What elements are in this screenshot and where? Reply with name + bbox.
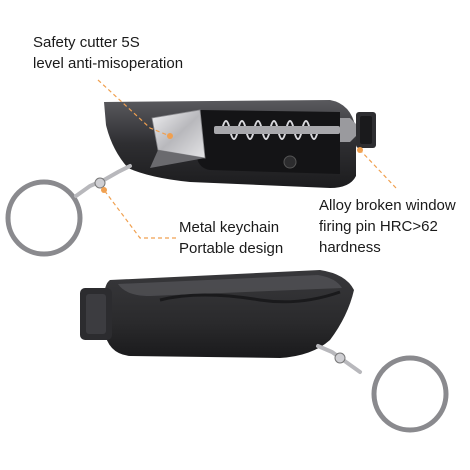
pin-leader	[359, 149, 397, 189]
firing-pin-line3: hardness	[319, 239, 381, 256]
firing-pin-line2: firing pin HRC>62	[319, 218, 438, 235]
closed-device	[80, 270, 449, 433]
keychain-ring-bottom	[371, 355, 449, 433]
firing-pin	[340, 118, 362, 142]
safety-cutter-line1: Safety cutter 5S	[33, 34, 140, 51]
leader-lines	[97, 79, 397, 239]
screw-boss	[283, 155, 297, 169]
blade-edge	[150, 150, 205, 168]
firing-pin-callout: Alloy broken window firing pin HRC>62 ha…	[319, 195, 456, 258]
closed-shell-highlight	[118, 275, 342, 296]
cutaway-cavity	[196, 110, 340, 174]
cutter-leader	[97, 79, 171, 137]
metal-keychain-line1: Metal keychain	[179, 219, 280, 236]
spring-rod	[214, 126, 340, 134]
cutaway-device	[5, 100, 376, 257]
keychain-ring-top	[5, 179, 83, 257]
safety-cutter-line2: level anti-misoperation	[33, 55, 184, 72]
closed-shell-groove	[159, 290, 341, 304]
safety-cutter-callout: Safety cutter 5S level anti-misoperation	[33, 32, 183, 74]
firing-pin-line1: Alloy broken window	[319, 197, 456, 214]
keychain-leader	[103, 189, 176, 239]
metal-keychain-callout: Metal keychain Portable design	[179, 217, 283, 259]
metal-keychain-line2: Portable design	[179, 240, 284, 257]
